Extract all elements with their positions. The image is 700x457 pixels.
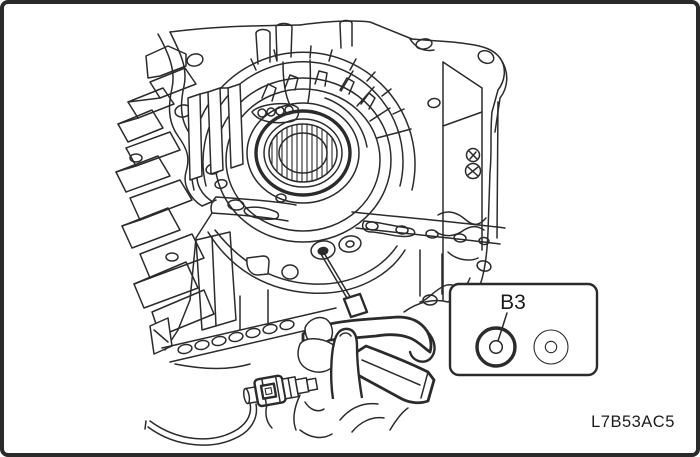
air-gun [301,315,436,405]
air-hose [144,402,258,446]
callout-box: B3 [448,282,599,377]
valve-body-gasket [210,193,506,246]
clutch-drum [187,19,416,243]
callout-leader-line [497,312,508,342]
lower-case [149,212,443,370]
hose-coupler [242,374,319,408]
b3-seal-ring [475,326,517,368]
case-body [169,20,508,313]
air-gun-needle [319,250,369,319]
small-seal-ring [533,329,569,365]
figure-code: L7B53AC5 [591,413,675,431]
callout-label: B3 [500,291,526,314]
drum-lower-flange [207,229,406,294]
splined-hub [246,102,360,204]
technician-hand [265,316,409,439]
